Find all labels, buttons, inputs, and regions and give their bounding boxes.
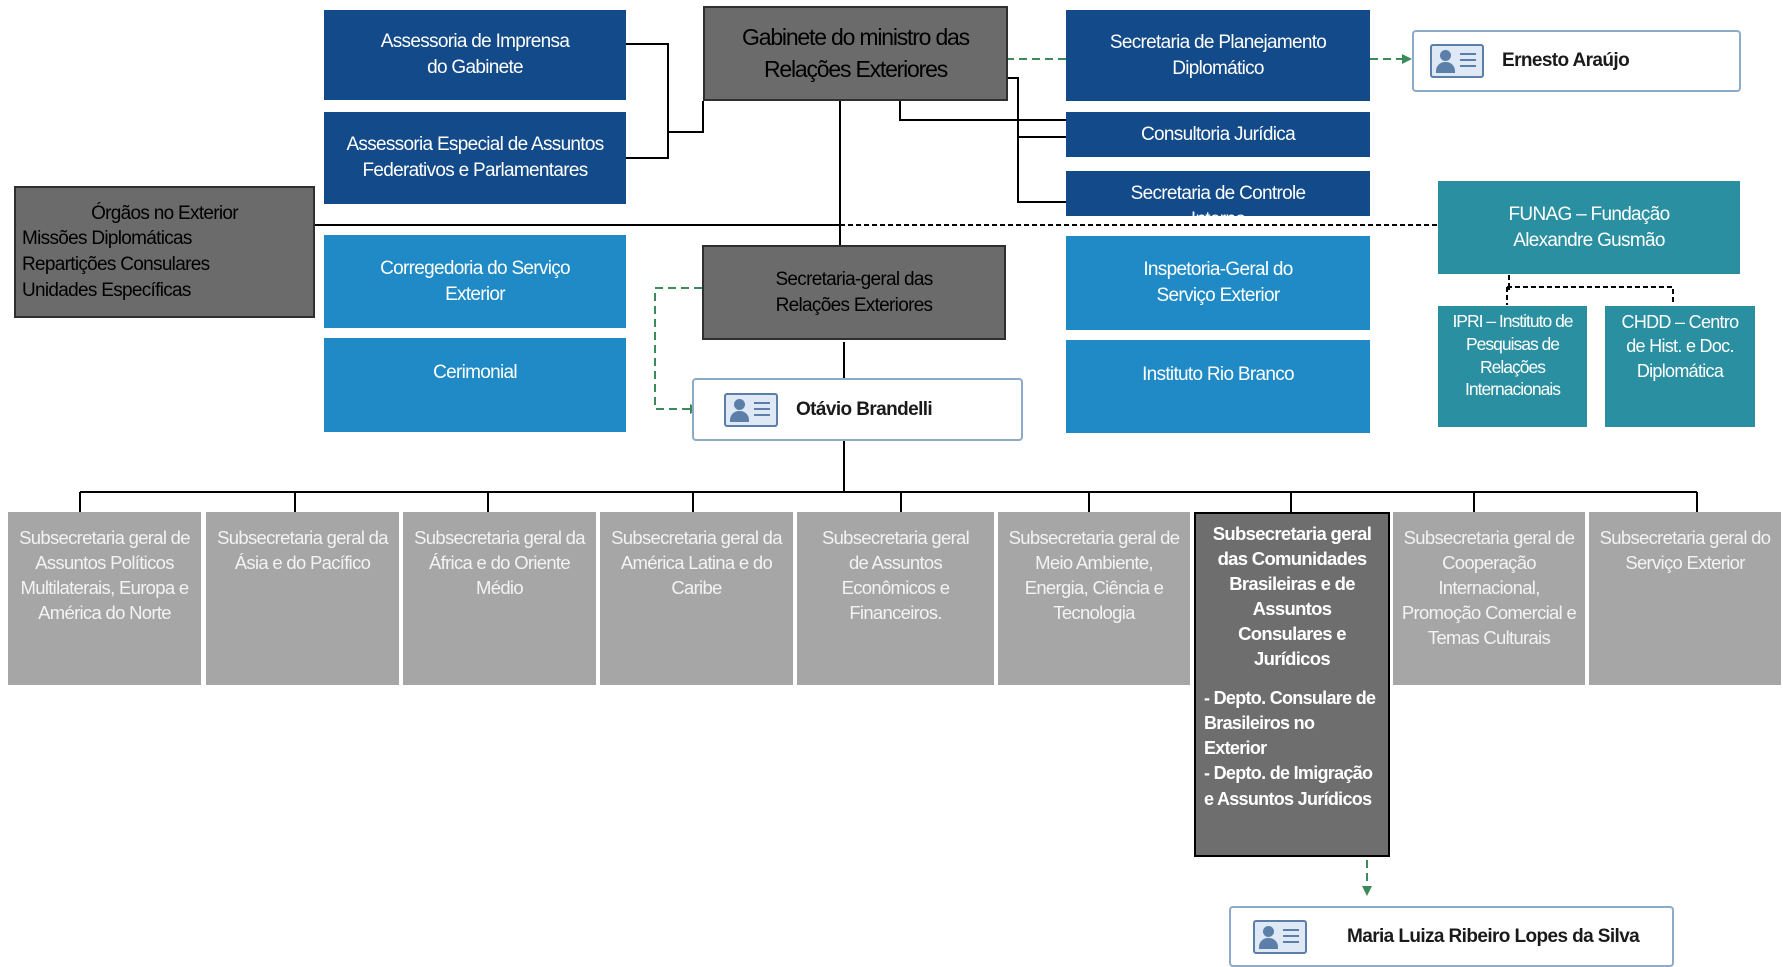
corregedoria-label: Corregedoria do Serviço Exterior (380, 257, 571, 305)
inspetoria-label: Inspetoria-Geral do Serviço Exterior (1143, 259, 1293, 306)
subsecretary-name: Maria Luiza Ribeiro Lopes da Silva (1347, 925, 1640, 947)
subsecretaria-box: Subsecretaria geral de Assuntos Político… (8, 512, 201, 685)
subsecretaria-label: Subsecretaria geral de Meio Ambiente, En… (1008, 527, 1180, 623)
subsecretaria-label: Subsecretaria geral de Assuntos Econômic… (821, 527, 970, 623)
consultoria-label: Consultoria Jurídica (1141, 123, 1296, 145)
secretary-general-card[interactable]: Otávio Brandelli (692, 378, 1023, 441)
minister-name: Ernesto Araújo (1502, 50, 1630, 71)
contact-card-icon (1430, 44, 1484, 78)
sec-controle-box: Secretaria de Controle Interno (1066, 171, 1370, 216)
department-label: - Depto. de Imigração e Assuntos Jurídic… (1204, 763, 1373, 809)
contact-card-icon (1253, 919, 1307, 954)
subsecretaria-label: Subsecretaria geral da América Latina e … (611, 527, 782, 598)
assessoria-especial-box: Assessoria Especial de Assuntos Federati… (324, 112, 626, 204)
subsecretaria-label: Subsecretaria geral da Ásia e do Pacífic… (217, 527, 388, 573)
chdd-label: CHDD – Centro de Hist. e Doc. Diplomátic… (1621, 312, 1740, 381)
department-label: - Depto. Consulare de Brasileiros no Ext… (1204, 687, 1376, 759)
sec-planejamento-box: Secretaria de Planejamento Diplomático (1066, 10, 1370, 101)
assessoria-especial-label: Assessoria Especial de Assuntos Federati… (346, 134, 604, 181)
subsecretaria-box: Subsecretaria geral de Assuntos Econômic… (797, 512, 994, 685)
orgaos-exterior-box: Órgãos no Exterior Missões Diplomáticas … (14, 186, 315, 318)
assessoria-imprensa-label: Assessoria de Imprensa do Gabinete (380, 31, 570, 78)
sec-controle-label: Secretaria de Controle Interno (1130, 183, 1306, 216)
subsecretaria-label: Subsecretaria geral da África e do Orien… (414, 527, 585, 598)
consultoria-box: Consultoria Jurídica (1066, 112, 1370, 157)
secretary-general-name: Otávio Brandelli (796, 398, 933, 420)
secretaria-geral-box: Secretaria-geral das Relações Exteriores (702, 245, 1006, 340)
orgaos-item: Repartições Consulares (22, 254, 210, 275)
ipri-label: IPRI – Instituto de Pesquisas de Relaçõe… (1452, 311, 1573, 400)
contact-card-icon (724, 392, 778, 427)
subsecretaria-label: Subsecretaria geral de Cooperação Intern… (1401, 527, 1577, 648)
subsecretaria-box: Subsecretaria geral da América Latina e … (600, 512, 793, 685)
subsecretaria-label: Subsecretaria geral do Serviço Exterior (1599, 527, 1771, 573)
assessoria-imprensa-box: Assessoria de Imprensa do Gabinete (324, 10, 626, 100)
chdd-box: CHDD – Centro de Hist. e Doc. Diplomátic… (1605, 306, 1755, 427)
orgaos-title: Órgãos no Exterior (91, 202, 239, 224)
sec-planejamento-label: Secretaria de Planejamento Diplomático (1109, 31, 1327, 79)
subsecretaria-box: Subsecretaria geral da África e do Orien… (403, 512, 596, 685)
instituto-rio-branco-label: Instituto Rio Branco (1142, 364, 1295, 385)
ipri-box: IPRI – Instituto de Pesquisas de Relaçõe… (1438, 306, 1587, 427)
subsecretary-card[interactable]: Maria Luiza Ribeiro Lopes da Silva (1229, 906, 1674, 967)
cerimonial-box: Cerimonial (324, 338, 626, 432)
subsecretaria-box: Subsecretaria geral da Ásia e do Pacífic… (206, 512, 399, 685)
minister-card[interactable]: Ernesto Araújo (1412, 30, 1741, 92)
funag-label: FUNAG – Fundação Alexandre Gusmão (1508, 203, 1671, 251)
subsecretaria-label: Subsecretaria geral das Comunidades Bras… (1212, 523, 1372, 669)
orgaos-item: Unidades Específicas (22, 279, 191, 301)
funag-box: FUNAG – Fundação Alexandre Gusmão (1438, 181, 1740, 274)
instituto-rio-branco-box: Instituto Rio Branco (1066, 340, 1370, 433)
orgaos-item: Missões Diplomáticas (22, 228, 192, 250)
subsecretaria-selected-box: Subsecretaria geral das Comunidades Bras… (1194, 512, 1390, 857)
subsecretaria-box: Subsecretaria geral do Serviço Exterior (1589, 512, 1781, 685)
subsecretaria-box: Subsecretaria geral de Meio Ambiente, En… (998, 512, 1190, 685)
gabinete-label: Gabinete do ministro das Relações Exteri… (742, 24, 970, 82)
gabinete-box: Gabinete do ministro das Relações Exteri… (703, 6, 1008, 101)
secretaria-geral-label: Secretaria-geral das Relações Exteriores (775, 268, 933, 316)
inspetoria-box: Inspetoria-Geral do Serviço Exterior (1066, 236, 1370, 330)
corregedoria-box: Corregedoria do Serviço Exterior (324, 235, 626, 328)
subsecretaria-label: Subsecretaria geral de Assuntos Político… (19, 527, 190, 623)
cerimonial-label: Cerimonial (433, 362, 518, 383)
subsecretaria-box: Subsecretaria geral de Cooperação Intern… (1393, 512, 1585, 685)
